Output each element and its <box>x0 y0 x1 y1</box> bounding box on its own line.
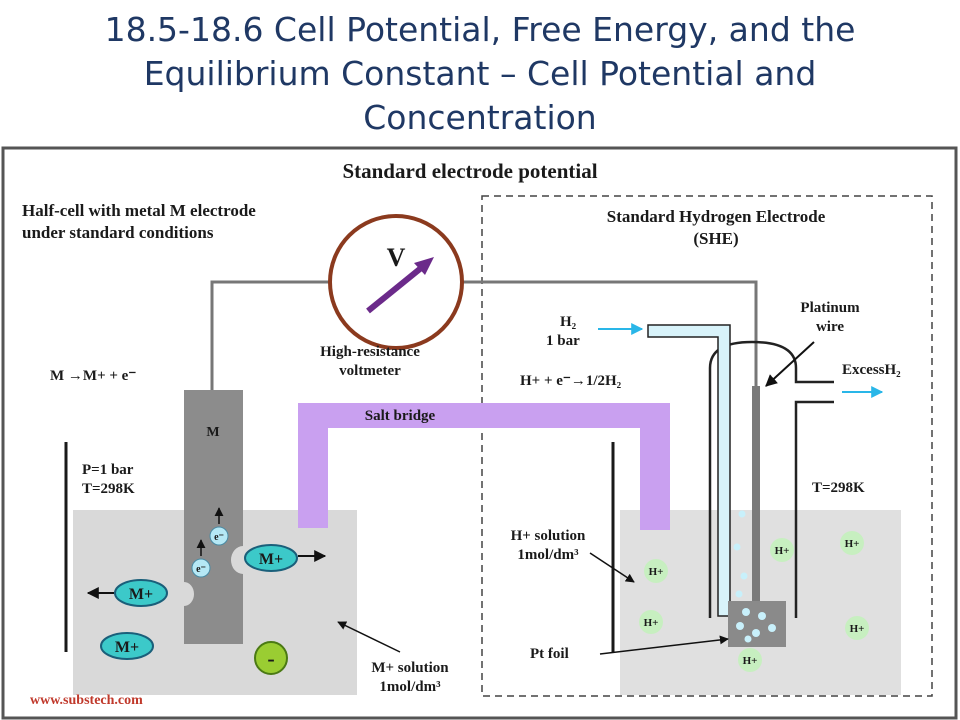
title-line-1: 18.5-18.6 Cell Potential, Free Energy, a… <box>104 10 856 49</box>
svg-text:H+: H+ <box>850 623 865 635</box>
excess-h2-label: ExcessH₂ <box>842 362 901 378</box>
m-solution-line1: M+ solution <box>371 660 449 676</box>
svg-text:-: - <box>267 646 274 671</box>
title-line-2: Equilibrium Constant – Cell Potential an… <box>143 54 817 93</box>
h-plus-ion: H+ <box>845 616 869 640</box>
salt-bridge-label: Salt bridge <box>365 408 436 424</box>
left-wire <box>210 280 330 390</box>
slide-title: 18.5-18.6 Cell Potential, Free Energy, a… <box>40 8 920 140</box>
svg-text:H+: H+ <box>845 538 860 550</box>
ion-m-plus-right: M+ <box>244 544 298 572</box>
h-plus-ion: H+ <box>639 610 663 634</box>
negative-charge-icon: - <box>254 641 288 675</box>
h-solution-line2: 1mol/dm³ <box>517 547 579 563</box>
right-temperature: T=298K <box>812 480 865 496</box>
voltmeter-symbol: V <box>387 243 406 272</box>
platinum-wire <box>752 386 760 601</box>
ion-m-plus-bottom: M+ <box>100 632 154 660</box>
electron-bottom: e⁻ <box>191 558 211 578</box>
electrode-label: M <box>206 425 219 440</box>
left-reaction: M →M+ + e⁻ <box>50 368 136 384</box>
svg-text:e⁻: e⁻ <box>214 532 224 543</box>
platinum-label-line1: Platinum <box>800 300 860 316</box>
svg-text:H+: H+ <box>649 566 664 578</box>
diagram-heading: Standard electrode potential <box>342 159 597 183</box>
metal-electrode <box>184 390 243 644</box>
platinum-wire-pointer <box>765 341 815 387</box>
svg-text:M+: M+ <box>129 586 153 603</box>
platinum-label-line2: wire <box>816 319 844 335</box>
electron-top: e⁻ <box>209 526 229 546</box>
svg-text:M+: M+ <box>115 639 139 656</box>
svg-text:e⁻: e⁻ <box>196 564 206 575</box>
left-cell-title-line1: Half-cell with metal M electrode <box>22 201 256 220</box>
h-plus-ion: H+ <box>644 559 668 583</box>
h-plus-ion: H+ <box>738 648 762 672</box>
hydrogen-bubbles <box>733 510 776 643</box>
voltmeter-icon <box>328 214 464 350</box>
svg-text:H+: H+ <box>743 655 758 667</box>
she-title-line2: (SHE) <box>693 229 738 248</box>
h-solution-pointer <box>589 552 635 583</box>
h-plus-ions: H+ H+ H+ H+ H+ H+ <box>639 531 869 672</box>
voltmeter-needle <box>366 261 428 314</box>
m-solution-line2: 1mol/dm³ <box>379 679 441 695</box>
voltmeter-needle-tip <box>414 257 434 275</box>
left-pressure: P=1 bar <box>82 462 134 478</box>
voltmeter-label-line2: voltmeter <box>339 363 401 379</box>
pt-foil-pointer <box>599 635 729 655</box>
left-temperature: T=298K <box>82 481 135 497</box>
salt-bridge <box>298 403 670 530</box>
svg-text:M+: M+ <box>259 551 283 568</box>
h-plus-ion: H+ <box>770 538 794 562</box>
she-reaction: H+ + e⁻→1/2H₂ <box>520 373 622 389</box>
she-bell-jar <box>708 340 834 618</box>
ion-m-plus-left: M+ <box>114 579 168 607</box>
pt-foil-label: Pt foil <box>530 646 569 662</box>
she-dashed-box <box>481 195 933 697</box>
svg-text:H+: H+ <box>775 545 790 557</box>
source-credit: www.substech.com <box>30 693 143 708</box>
svg-text:H+: H+ <box>644 617 659 629</box>
title-line-3: Concentration <box>363 98 597 137</box>
m-solution-pointer <box>337 621 401 653</box>
she-title-line1: Standard Hydrogen Electrode <box>607 207 826 226</box>
right-wire <box>462 280 758 402</box>
voltmeter-label-line1: High-resistance <box>320 344 420 360</box>
h2-pressure: 1 bar <box>546 333 580 349</box>
left-cell-title-line2: under standard conditions <box>22 223 214 242</box>
h-plus-ion: H+ <box>840 531 864 555</box>
h-solution-line1: H+ solution <box>511 528 586 544</box>
h2-inlet-tube <box>647 324 731 617</box>
electrochemical-cell-diagram: M+ M+ M+ e⁻ e⁻ - H+ H+ H+ H+ H+ H+ Stand… <box>1 146 958 720</box>
h2-label: H₂ <box>560 314 577 330</box>
